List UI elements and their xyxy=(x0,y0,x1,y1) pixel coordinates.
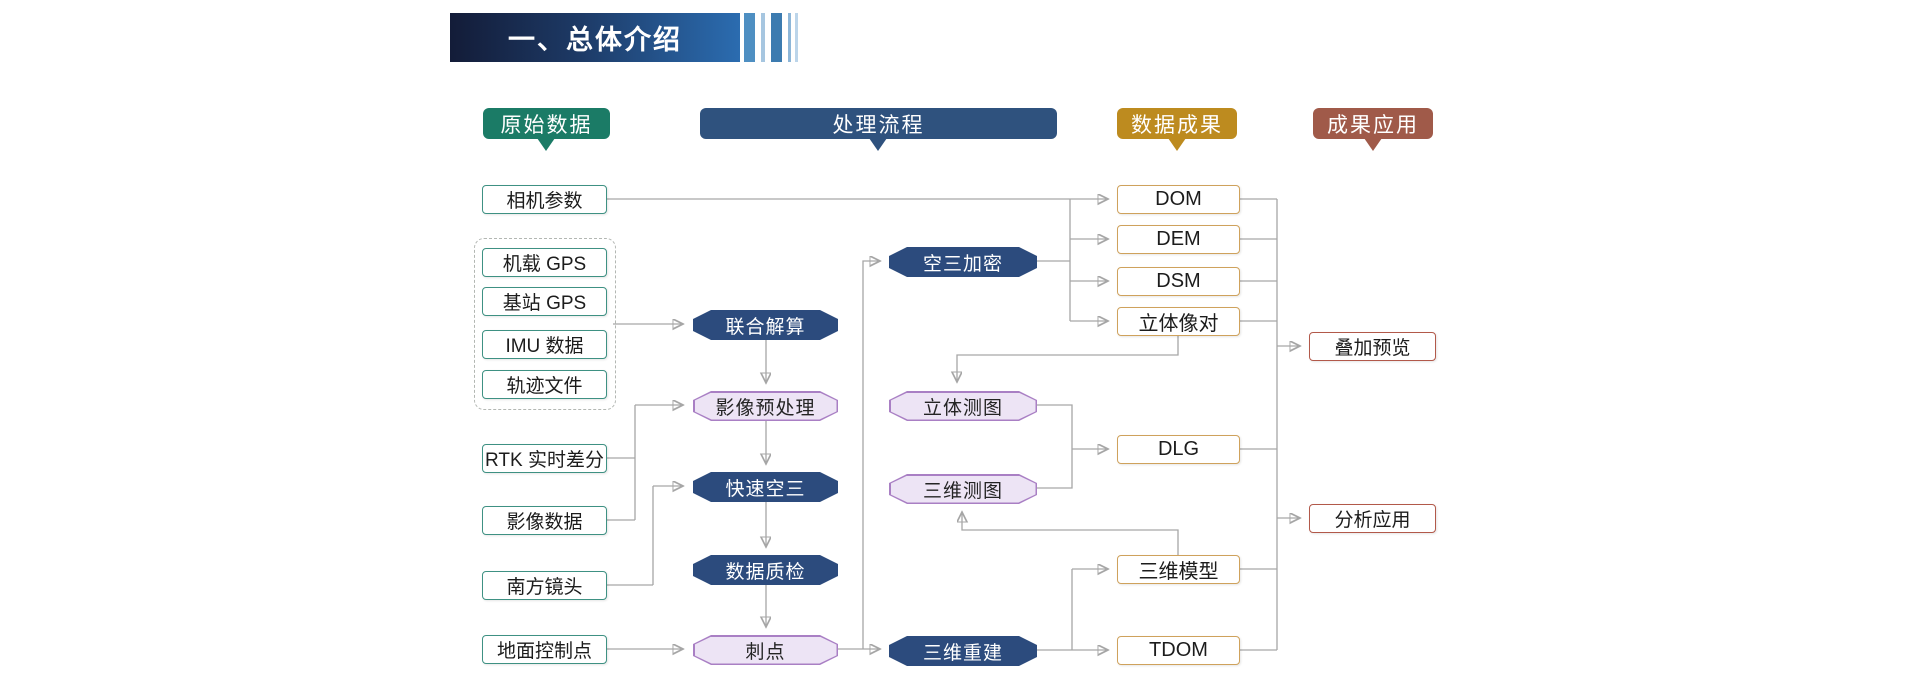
header-process-flow: 处理流程 xyxy=(700,108,1057,139)
banner-stripes-decoration xyxy=(744,13,804,62)
header-data-results: 数据成果 xyxy=(1117,108,1237,139)
gps-data-group xyxy=(474,238,616,410)
node-airborne-gps: 机载 GPS xyxy=(482,248,607,277)
node-imu-data: IMU 数据 xyxy=(482,330,607,359)
node-fast-aerial-triangulation: 快速空三 xyxy=(693,472,838,502)
section-banner: 一、总体介绍 xyxy=(450,13,740,62)
node-rtk-differential: RTK 实时差分 xyxy=(482,444,607,473)
node-3d-reconstruction: 三维重建 xyxy=(889,636,1037,666)
header-raw-data: 原始数据 xyxy=(483,108,610,139)
node-pricking: 刺点 xyxy=(693,635,838,665)
header-apps-pointer xyxy=(1364,138,1382,151)
header-results-pointer xyxy=(1168,138,1186,151)
header-process-pointer xyxy=(869,138,887,151)
header-result-apps: 成果应用 xyxy=(1313,108,1433,139)
node-dem: DEM xyxy=(1117,225,1240,254)
node-at-densification: 空三加密 xyxy=(889,247,1037,277)
node-3d-mapping: 三维测图 xyxy=(889,474,1037,504)
node-analysis-application: 分析应用 xyxy=(1309,504,1436,533)
node-data-quality-check: 数据质检 xyxy=(693,555,838,585)
node-overlay-preview: 叠加预览 xyxy=(1309,332,1436,361)
node-joint-solution: 联合解算 xyxy=(693,310,838,340)
node-dlg: DLG xyxy=(1117,435,1240,464)
node-image-data: 影像数据 xyxy=(482,506,607,535)
node-ground-control-points: 地面控制点 xyxy=(482,635,607,664)
node-stereo-mapping: 立体测图 xyxy=(889,391,1037,421)
node-3d-model: 三维模型 xyxy=(1117,555,1240,584)
header-raw-pointer xyxy=(537,138,555,151)
node-dom: DOM xyxy=(1117,185,1240,214)
node-tdom: TDOM xyxy=(1117,636,1240,665)
node-track-file: 轨迹文件 xyxy=(482,370,607,399)
section-title: 一、总体介绍 xyxy=(508,25,682,55)
node-dsm: DSM xyxy=(1117,267,1240,296)
node-south-lens: 南方镜头 xyxy=(482,571,607,600)
node-stereo-pair: 立体像对 xyxy=(1117,307,1240,336)
node-base-station-gps: 基站 GPS xyxy=(482,287,607,316)
node-camera-params: 相机参数 xyxy=(482,185,607,214)
node-image-preprocess: 影像预处理 xyxy=(693,391,838,421)
